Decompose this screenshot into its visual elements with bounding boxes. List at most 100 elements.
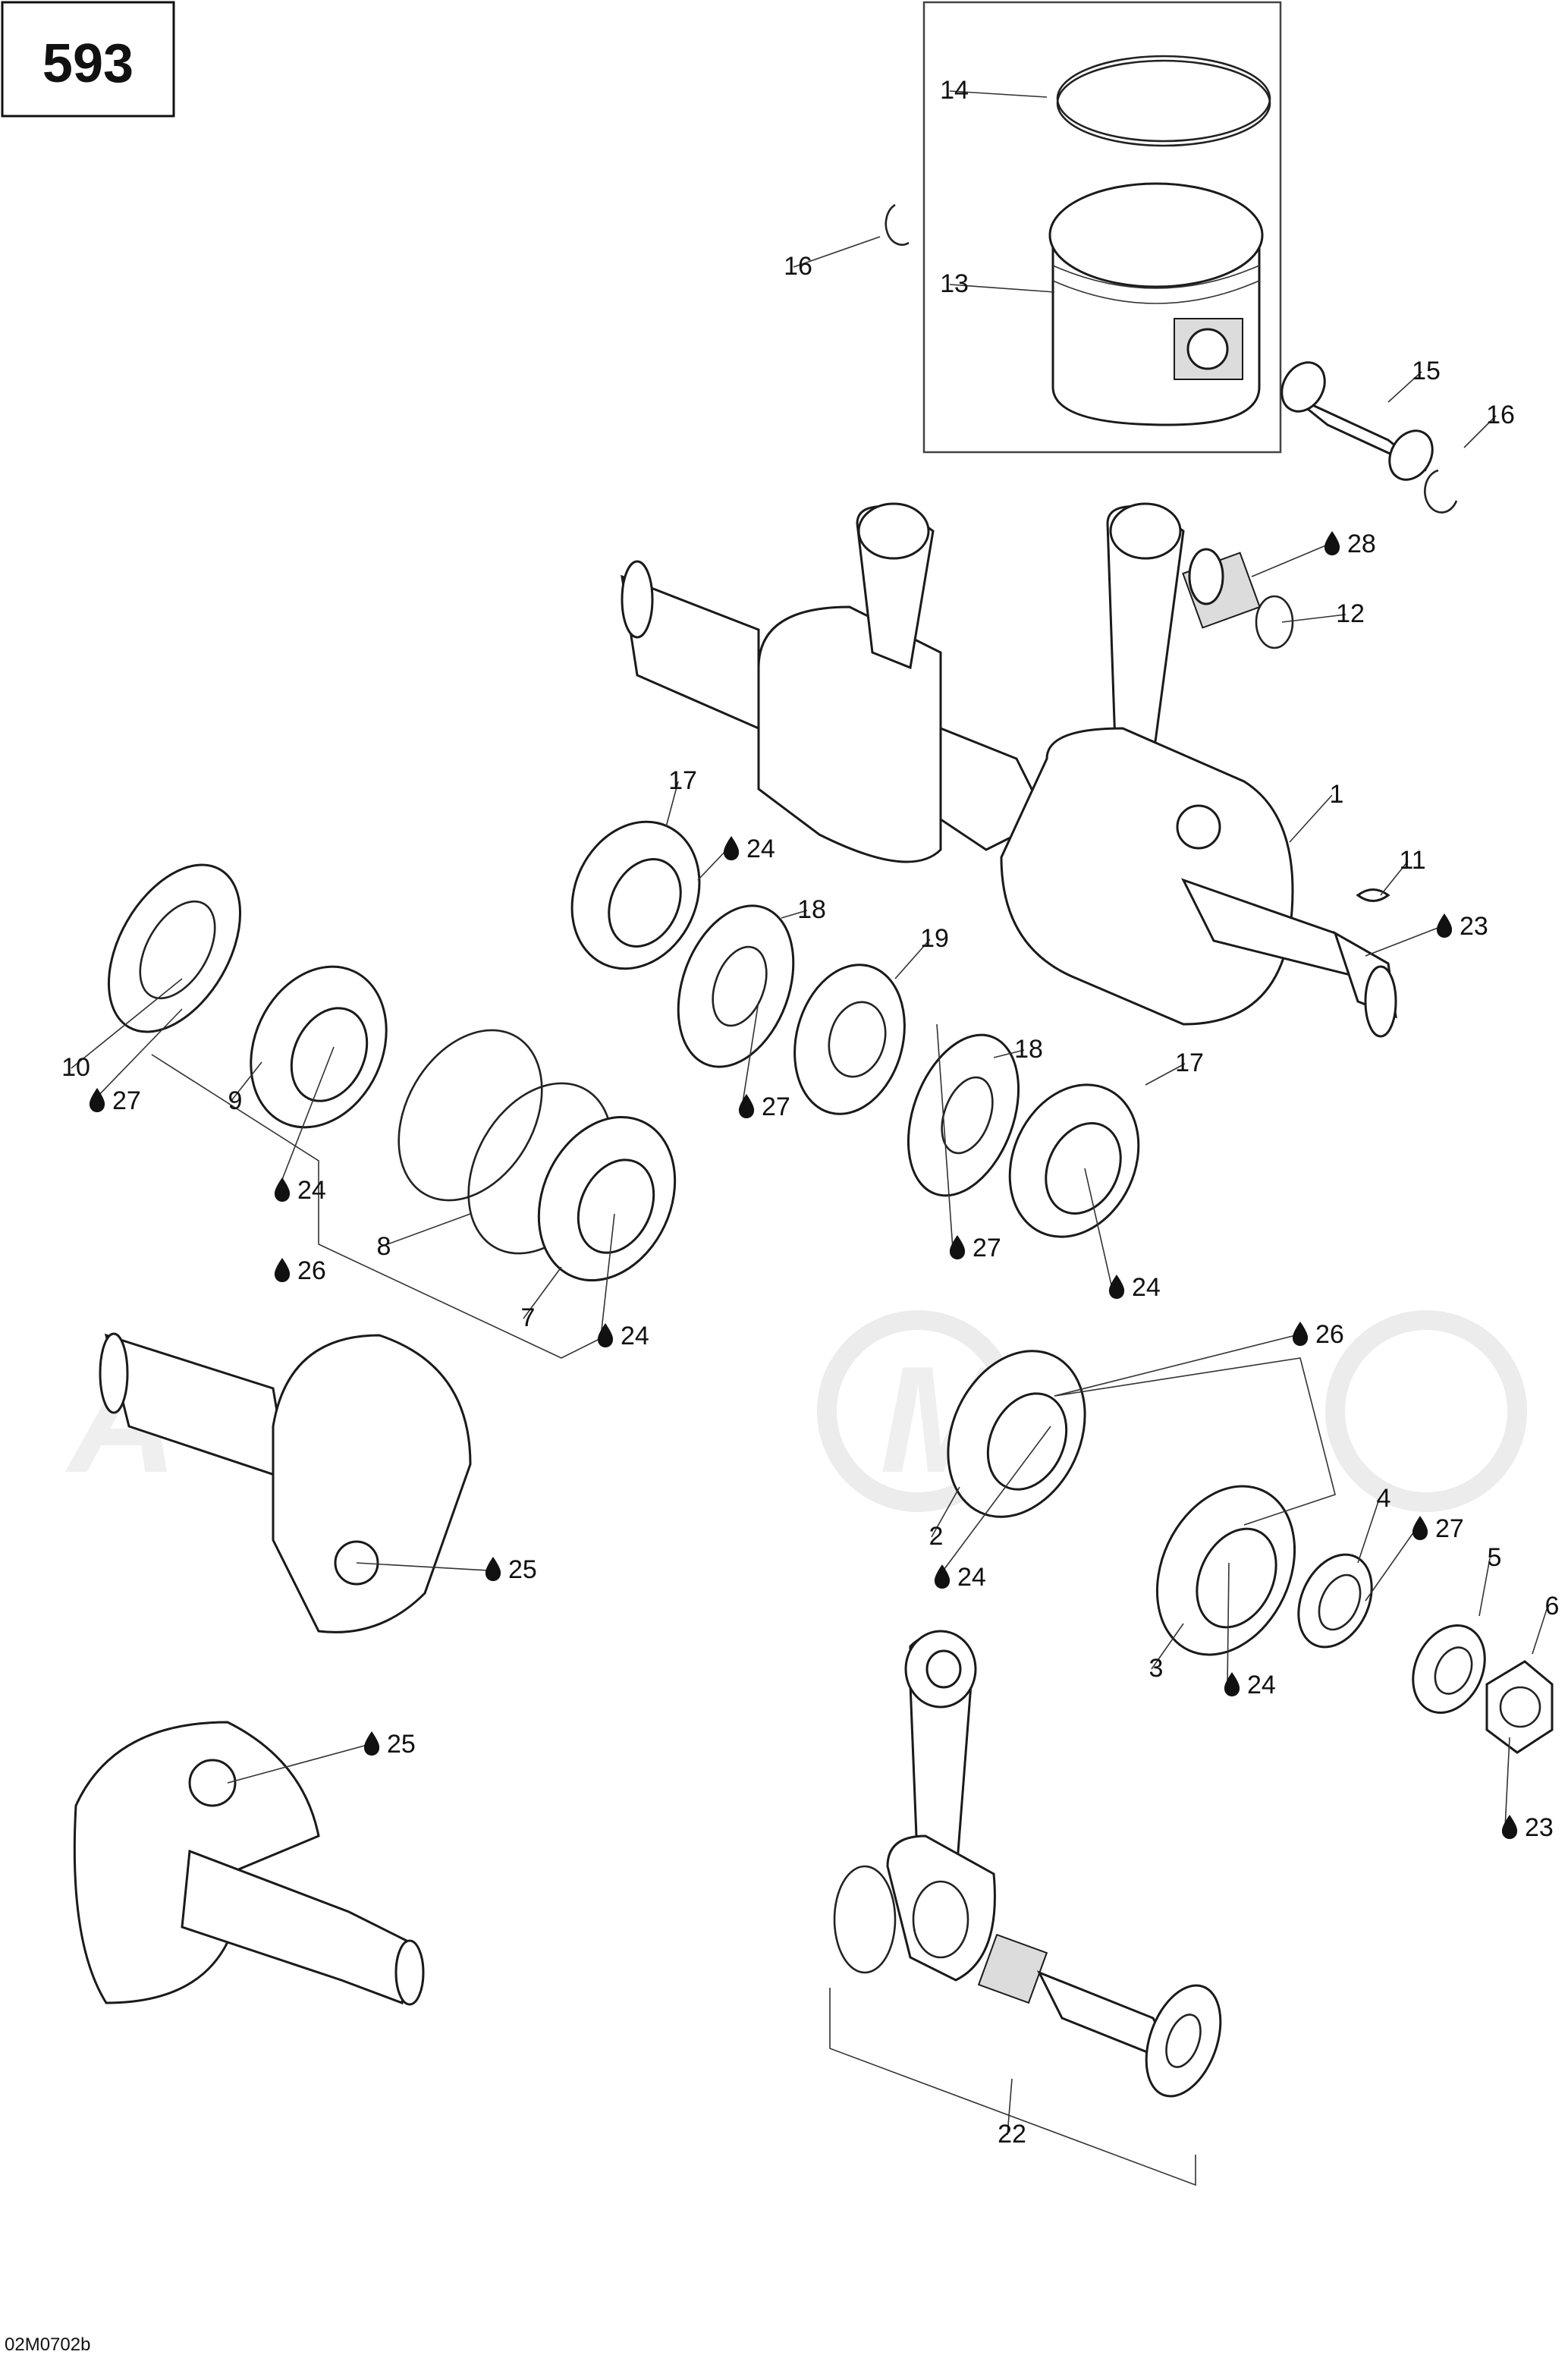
callout-27: 27 [89,1008,183,1115]
callout-number: 3 [1149,1654,1164,1683]
callout-number: 18 [797,895,826,924]
oil-drop-icon [1224,1672,1240,1696]
callout-number: 23 [1460,912,1488,941]
oil-drop-icon [1412,1516,1428,1540]
callout-23: 23 [1365,912,1488,957]
piston-ring [1056,55,1271,147]
leader-line [230,1061,262,1102]
leader-line [277,1046,335,1192]
leader-line [1387,371,1422,403]
leader-line [523,1266,562,1319]
callout-number: 4 [1377,1484,1391,1513]
crank-half-left [99,1332,472,1633]
leader-line [931,1486,960,1538]
callout-7: 7 [521,1266,562,1332]
callout-number: 2 [929,1522,944,1551]
leader-line [781,910,808,919]
callout-12: 12 [1281,599,1365,628]
drawing-reference: 02M0702b [5,2334,90,2355]
leader-line [949,90,1048,98]
callout-18: 18 [993,1035,1043,1064]
leader-line [1227,1562,1230,1687]
seal-4 [1297,1553,1373,1649]
callout-number: 26 [1315,1320,1344,1349]
piston-pin [1280,361,1434,481]
leader-line [697,849,727,881]
callout-number: 15 [1412,357,1441,385]
callout-24: 24 [1224,1562,1276,1699]
callout-6: 6 [1532,1592,1559,1655]
callout-19: 19 [894,924,949,979]
callout-18: 18 [781,895,826,924]
washer-5 [1412,1624,1486,1714]
circlip-upper [885,203,910,246]
ball-bearing-center [537,1115,677,1282]
callout-number: 27 [762,1092,790,1121]
callout-1: 1 [1289,780,1343,843]
leader-line [1357,1498,1380,1564]
callout-27: 27 [738,1001,790,1121]
oil-drop-icon [485,1557,501,1581]
callout-number: 24 [1132,1273,1161,1302]
oil-drop-icon [597,1323,614,1347]
callout-26: 26 [274,1256,326,1285]
callout-number: 27 [1435,1514,1464,1543]
leader-line [1007,2078,1013,2136]
oil-seal [107,863,242,1033]
callout-25: 25 [356,1555,537,1584]
callout-number: 28 [1347,530,1376,558]
piston [1048,182,1264,426]
crankshaft-assembly [621,502,1397,1038]
callout-9: 9 [228,1061,262,1115]
leader-line [1365,926,1441,957]
oil-drop-icon [363,1731,380,1756]
crank-half-bottom [73,1721,425,2006]
page-number-box: 593 [1,1,175,118]
ball-bearing-left [250,965,388,1129]
leader-line [1380,860,1409,896]
oil-drop-icon [949,1235,966,1259]
leader-line [1054,1335,1296,1397]
callout-10: 10 [61,978,183,1082]
leader-line [1365,1529,1416,1602]
callout-number: 19 [920,924,949,953]
callout-number: 9 [228,1086,243,1115]
callout-number: 18 [1014,1035,1043,1064]
drive-gear [793,964,906,1115]
callout-13: 13 [940,269,1055,298]
oil-drop-icon [89,1088,105,1112]
callout-4: 4 [1357,1484,1391,1564]
callout-number: 7 [521,1303,536,1332]
leader-line [741,1001,759,1108]
callout-number: 16 [784,252,812,281]
leader-line [1478,1558,1491,1617]
leader-line [1504,1737,1510,1829]
callout-number: 24 [746,835,775,863]
leader-line [1289,794,1333,843]
oil-drop-icon [934,1564,951,1589]
callout-5: 5 [1478,1543,1501,1617]
callout-25: 25 [227,1730,416,1784]
needle-bearing [1182,548,1294,649]
callout-number: 10 [61,1053,90,1082]
callout-number: 14 [940,76,969,105]
callout-24: 24 [597,1213,649,1350]
oil-drop-icon [274,1177,291,1202]
callout-24: 24 [934,1426,1051,1592]
leader-line [793,236,881,268]
callout-number: 25 [387,1730,416,1759]
callout-number: 17 [1175,1048,1204,1077]
leader-line [1281,614,1346,623]
callout-3: 3 [1149,1623,1184,1683]
circlip-lower [1424,469,1458,514]
callout-14: 14 [940,76,1048,105]
callout-number: 22 [998,2120,1026,2149]
oil-drop-icon [1324,531,1340,555]
leader-line [1084,1168,1113,1289]
callout-2: 2 [929,1486,960,1551]
page-number: 593 [42,33,134,94]
oil-drop-icon [1108,1275,1125,1299]
leader-line [1463,415,1497,448]
callout-number: 12 [1336,599,1365,628]
